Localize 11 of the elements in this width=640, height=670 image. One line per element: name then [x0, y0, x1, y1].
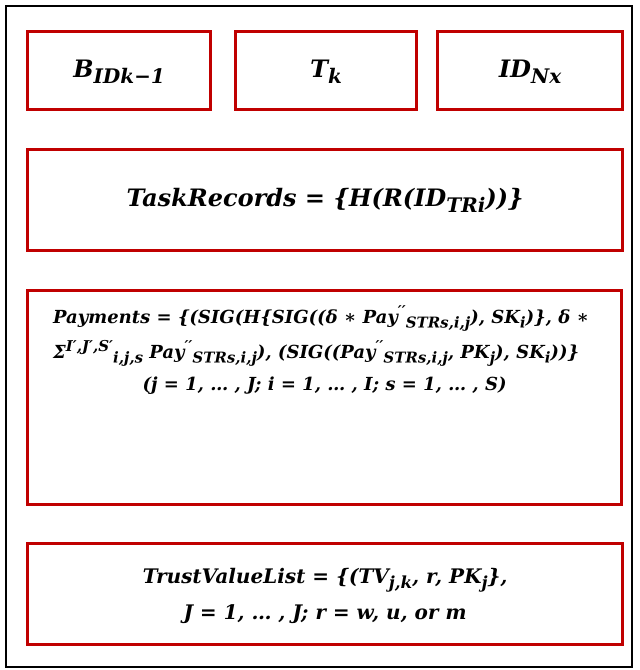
formula-text: (j = 1, … , J; i = 1, … , I; s = 1, … , S) — [142, 374, 506, 395]
formula-box — [436, 30, 624, 111]
formula-box — [26, 289, 623, 506]
formula-box — [26, 542, 624, 646]
formula-text: TrustValueList = {(TV$_{j,k}$, r, PK$_{j}$}, — [142, 564, 508, 592]
outer-frame — [5, 5, 633, 668]
formula-box — [26, 30, 212, 111]
formula-box — [234, 30, 418, 111]
formula-box — [26, 148, 624, 252]
formula-text: T$_{k}$ — [310, 54, 342, 88]
formula-text: TaskRecords = {H(R(ID$_{TR}$$_{i}$))} — [126, 183, 524, 217]
